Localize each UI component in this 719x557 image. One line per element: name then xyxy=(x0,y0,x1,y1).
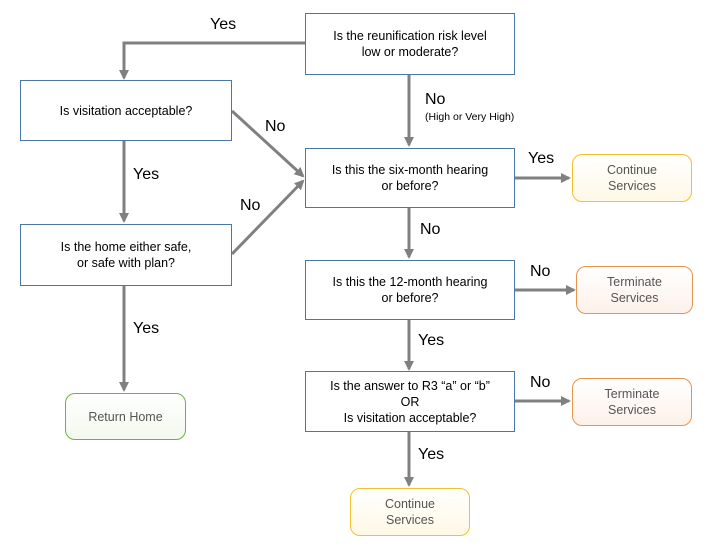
reunification-risk-box: Is the reunification risk level low or m… xyxy=(305,13,515,75)
r3-question-text: Is the answer to R3 “a” or “b” OR Is vis… xyxy=(330,378,490,425)
return-home-text: Return Home xyxy=(88,409,163,424)
label-r3-no: No xyxy=(530,374,551,391)
twelve-month-hearing-box: Is this the 12-month hearing or before? xyxy=(305,260,515,320)
label-twelve-no: No xyxy=(530,263,551,280)
home-safe-box: Is the home either safe, or safe with pl… xyxy=(20,224,232,286)
label-risk-no-note: (High or Very High) xyxy=(425,111,515,123)
label-r3-yes: Yes xyxy=(418,446,445,463)
reunification-risk-text: Is the reunification risk level low or m… xyxy=(333,29,487,59)
label-six-no: No xyxy=(420,221,441,238)
label-visitation-no: No xyxy=(265,118,286,135)
terminate-services-text-1: Terminate Services xyxy=(607,275,662,305)
visitation-acceptable-text: Is visitation acceptable? xyxy=(59,103,193,118)
six-month-hearing-text: Is this the six-month hearing or before? xyxy=(331,163,489,193)
label-twelve-yes: Yes xyxy=(418,332,445,349)
continue-services-box-1: Continue Services xyxy=(572,154,692,202)
r3-question-box: Is the answer to R3 “a” or “b” OR Is vis… xyxy=(305,371,515,432)
return-home-box: Return Home xyxy=(65,393,186,440)
arrow-home-no xyxy=(230,179,305,256)
arrow-risk-yes xyxy=(119,41,305,80)
continue-services-box-2: Continue Services xyxy=(350,488,470,536)
home-safe-text: Is the home either safe, or safe with pl… xyxy=(60,240,192,270)
terminate-services-box-2: Terminate Services xyxy=(572,378,692,426)
label-visitation-yes: Yes xyxy=(133,166,160,183)
label-risk-yes: Yes xyxy=(210,16,237,33)
six-month-hearing-box: Is this the six-month hearing or before? xyxy=(305,148,515,208)
label-six-yes: Yes xyxy=(528,150,555,167)
continue-services-text-1: Continue Services xyxy=(606,163,658,193)
label-risk-no: No xyxy=(425,91,446,108)
twelve-month-hearing-text: Is this the 12-month hearing or before? xyxy=(332,275,488,305)
terminate-services-box-1: Terminate Services xyxy=(576,266,693,314)
label-home-no: No xyxy=(240,197,261,214)
arrow-visitation-no xyxy=(230,109,305,178)
terminate-services-text-2: Terminate Services xyxy=(604,387,660,417)
label-home-yes: Yes xyxy=(133,320,160,337)
visitation-acceptable-box: Is visitation acceptable? xyxy=(20,80,232,141)
continue-services-text-2: Continue Services xyxy=(384,497,436,527)
